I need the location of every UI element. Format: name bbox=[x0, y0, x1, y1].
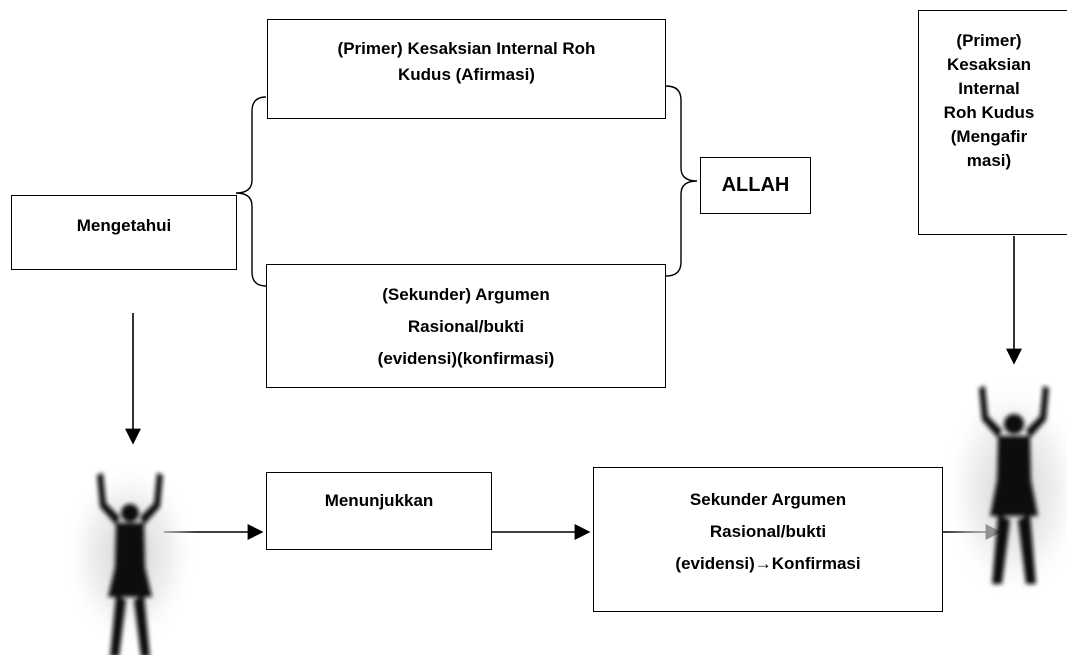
box-text-line: Internal bbox=[958, 79, 1020, 98]
box-text-line: Kudus (Afirmasi) bbox=[398, 65, 535, 84]
box-primary-witness: (Primer) Kesaksian Internal Roh Kudus (A… bbox=[267, 19, 666, 119]
box-primary-witness-right: (Primer) Kesaksian Internal Roh Kudus (M… bbox=[918, 10, 1067, 235]
box-text-line: (Mengafir bbox=[950, 127, 1028, 146]
box-text-line: Kesaksian bbox=[946, 55, 1032, 74]
box-text-line: masi) bbox=[966, 151, 1012, 170]
box-text-line: (Primer) bbox=[956, 31, 1022, 50]
box-menunjukkan: Menunjukkan bbox=[266, 472, 492, 550]
person-arms-raised-icon bbox=[942, 375, 1067, 605]
box-text-line: (evidensi)(konfirmasi) bbox=[377, 349, 555, 368]
box-text-line: Menunjukkan bbox=[324, 491, 434, 510]
box-text-line: Roh Kudus bbox=[943, 103, 1035, 122]
right-brace bbox=[665, 85, 698, 277]
box-text-line: ALLAH bbox=[721, 174, 790, 196]
person-arms-raised-icon bbox=[62, 460, 198, 655]
box-text-line: (evidensi)→Konfirmasi bbox=[675, 554, 861, 573]
box-secondary-argument: (Sekunder) Argumen Rasional/bukti (evide… bbox=[266, 264, 666, 388]
box-text-line: (Primer) Kesaksian Internal Roh bbox=[337, 39, 596, 58]
box-mengetahui: Mengetahui bbox=[11, 195, 237, 270]
box-text-line: Rasional/bukti bbox=[709, 522, 827, 541]
box-text-line: Rasional/bukti bbox=[407, 317, 525, 336]
box-text-line: Sekunder Argumen bbox=[689, 490, 847, 509]
left-brace bbox=[235, 96, 267, 287]
box-allah: ALLAH bbox=[700, 157, 811, 214]
box-secondary-confirmation: Sekunder Argumen Rasional/bukti (evidens… bbox=[593, 467, 943, 612]
box-text-line: (Sekunder) Argumen bbox=[382, 285, 550, 304]
box-text-line: Mengetahui bbox=[76, 216, 172, 235]
